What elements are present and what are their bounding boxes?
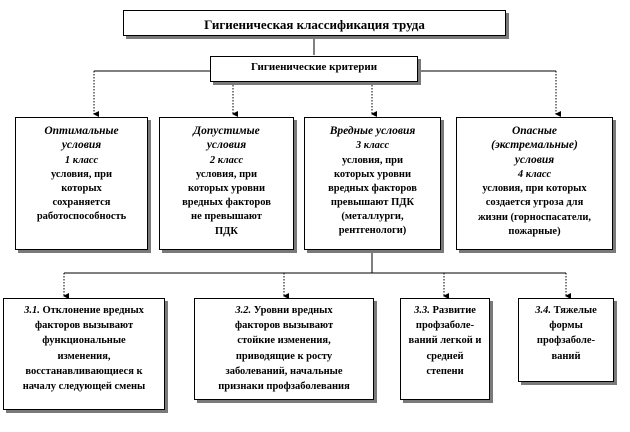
subclass-number: 3.3. (414, 305, 430, 316)
subclass-description: признаки профзаболевания (218, 381, 350, 393)
subclass-first-line: 3.4. Тяжелые (524, 303, 608, 318)
class-description: превышают ПДК (330, 197, 415, 209)
subclass-description: функциональные (42, 335, 126, 347)
criteria-box: Гигиенические критерии (210, 56, 418, 82)
class-description: сохраняется (52, 197, 111, 209)
subclass-text: Тяжелые (553, 305, 597, 316)
class-title: Вредные условия (329, 125, 416, 137)
subclass-description: факторов вызывают (34, 320, 134, 332)
subclass-text: Уровни вредных (253, 305, 333, 316)
subclass-description: ваний легкой и (408, 335, 482, 347)
class-description: условия, при (341, 154, 404, 166)
class-title: условия (61, 139, 102, 152)
class-number: 3 класс (355, 140, 390, 152)
class-title: Оптимальные (44, 125, 119, 137)
diagram-title-box: Гигиеническая классификация труда (123, 10, 506, 36)
subclass-first-line: 3.3. Развитие (406, 303, 484, 318)
class-description: рентгенологи) (338, 225, 407, 237)
class-description: пожарные) (508, 225, 561, 237)
class-description: условия, при (195, 168, 258, 180)
subclass-number: 3.4. (535, 305, 551, 316)
class-description: ПДК (214, 225, 238, 237)
class-description: которых уровни (333, 168, 412, 180)
subclass-description: приводящие к росту (235, 350, 333, 362)
class-description: условия, при (50, 168, 113, 180)
class-box-harmful: Вредные условия 3 класс условия, при кот… (304, 117, 441, 250)
subclass-first-line: 3.1. Отклонение вредных (9, 303, 159, 318)
subclass-description: восстанавливающиеся к (25, 365, 143, 377)
diagram-title: Гигиеническая классификация труда (204, 17, 425, 32)
class-box-acceptable: Допустимые условия 2 класс условия, при … (159, 117, 294, 250)
class-title: Допустимые (193, 125, 260, 137)
class-description: вредных факторов (182, 197, 271, 209)
subclass-box-3-3: 3.3. Развитие профзаболе- ваний легкой и… (400, 298, 490, 400)
subclass-description: заболеваний, начальные (225, 365, 343, 377)
class-box-optimal: Оптимальные условия 1 класс условия, при… (15, 117, 148, 250)
subclass-first-line: 3.2. Уровни вредных (200, 303, 368, 318)
criteria-label: Гигиенические критерии (250, 61, 378, 73)
class-box-dangerous: Опасные (экстремальные) условия 4 класс … (456, 117, 613, 250)
class-title: Опасные (511, 125, 558, 137)
subclass-text: Отклонение вредных (42, 305, 144, 316)
class-description: жизни (горноспасатели, (477, 211, 592, 223)
class-title: условия (206, 139, 247, 152)
class-description: которых (61, 183, 102, 195)
subclass-description: началу следующей смены (22, 381, 146, 393)
subclass-box-3-4: 3.4. Тяжелые формы профзаболе- ваний (518, 298, 614, 382)
class-description: (металлурги, (341, 211, 404, 223)
class-description: не превышают (191, 211, 262, 223)
class-description: вредных факторов (328, 182, 417, 194)
subclass-description: факторов вызывают (234, 320, 334, 332)
class-description: условия, при которых (482, 183, 587, 195)
subclass-description: средней (426, 350, 464, 362)
subclass-description: профзаболе- (415, 320, 475, 332)
subclass-description: изменения, (57, 350, 111, 362)
class-number: 4 класс (517, 169, 552, 181)
subclass-description: ваний (551, 350, 581, 362)
class-description: создается угроза для (485, 197, 584, 209)
class-title: условия (514, 153, 555, 166)
class-title: (экстремальные) (491, 139, 578, 152)
subclass-description: профзаболе- (536, 335, 596, 347)
subclass-number: 3.2. (235, 305, 252, 316)
class-description: работоспособность (36, 211, 127, 223)
subclass-box-3-1: 3.1. Отклонение вредных факторов вызываю… (3, 298, 165, 410)
subclass-description: стойкие изменения, (237, 335, 331, 347)
subclass-description: формы (549, 320, 583, 332)
subclass-number: 3.1. (24, 305, 40, 316)
subclass-description: степени (426, 365, 464, 377)
subclass-text: Развитие (432, 305, 476, 316)
class-number: 1 класс (64, 154, 99, 166)
subclass-box-3-2: 3.2. Уровни вредных факторов вызывают ст… (194, 298, 374, 400)
class-number: 2 класс (209, 154, 244, 166)
class-description: которых уровни (187, 183, 266, 195)
